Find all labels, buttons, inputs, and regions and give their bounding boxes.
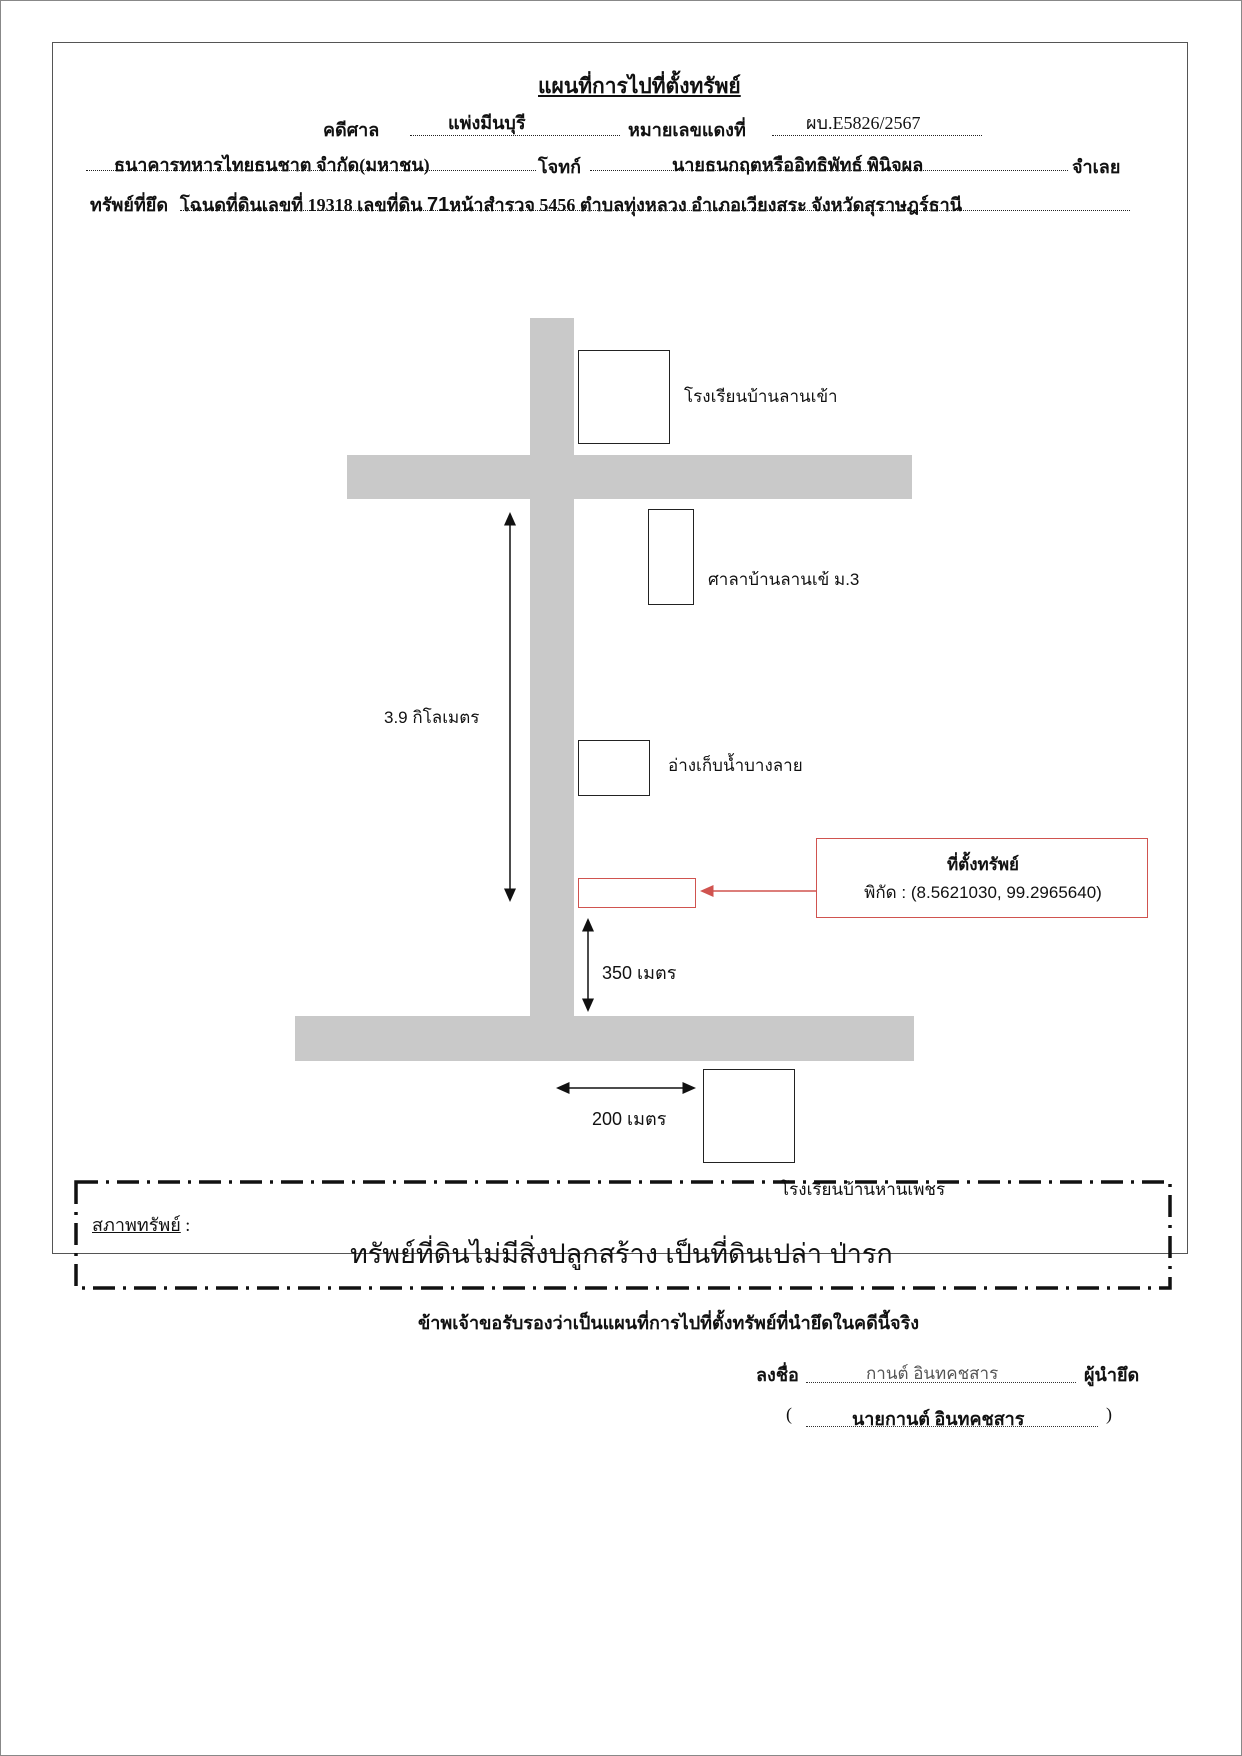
certify-statement: ข้าพเจ้าขอรับรองว่าเป็นแผนที่การไปที่ตั้…	[418, 1313, 920, 1333]
distance-vertical-label: 3.9 กิโลเมตร	[384, 708, 480, 727]
property-value-b: หน้าสำรวจ 5456 ตำบลทุ่งหลวง อำเภอเวียงสร…	[449, 195, 963, 215]
lower-main-road	[295, 1016, 914, 1061]
reservoir-label: อ่างเก็บน้ำบางลาย	[668, 756, 803, 775]
property-value: โฉนดที่ดินเลขที่ 19318 เลขที่ดิน 71หน้าส…	[180, 190, 962, 219]
property-location-marker	[578, 878, 696, 908]
printed-name: นายกานต์ อินทคชสาร	[852, 1409, 1025, 1429]
status-text: ทรัพย์ที่ดินไม่มีสิ่งปลูกสร้าง เป็นที่ดิ…	[350, 1239, 893, 1269]
court-underline	[410, 135, 620, 136]
defendant-value: นายธนกฤตหรืออิทธิพัทธ์ พินิจผล	[672, 155, 924, 175]
property-label: ทรัพย์ที่ยึด	[90, 195, 169, 215]
printed-name-line	[806, 1426, 1098, 1427]
plaintiff-underline	[86, 170, 536, 171]
callout-coordinates: พิกัด : (8.5621030, 99.2965640)	[864, 883, 1102, 902]
school-north-label: โรงเรียนบ้านลานเข้า	[684, 387, 838, 406]
distance-350-label: 350 เมตร	[602, 963, 677, 983]
distance-200-label: 200 เมตร	[592, 1109, 667, 1129]
plaintiff-value: ธนาคารทหารไทยธนชาต จำกัด(มหาชน)	[114, 155, 430, 175]
document-frame	[52, 42, 1188, 1254]
callout-title: ที่ตั้งทรัพย์	[946, 855, 1020, 874]
property-land-number: 71	[426, 194, 450, 216]
defendant-label: จำเลย	[1072, 157, 1121, 177]
plaintiff-label: โจทก์	[538, 157, 581, 177]
sign-label: ลงชื่อ	[756, 1365, 799, 1385]
court-label: คดีศาล	[323, 120, 380, 140]
upper-cross-road	[347, 455, 912, 499]
signature: กานต์ อินทคชสาร	[866, 1364, 999, 1383]
status-label-text: สภาพทรัพย์	[92, 1215, 181, 1235]
defendant-underline	[590, 170, 1068, 171]
signer-role: ผู้นำยึด	[1084, 1365, 1140, 1385]
signature-line	[806, 1382, 1076, 1383]
vertical-road	[530, 318, 574, 1016]
court-value: แพ่งมีนบุรี	[448, 113, 526, 133]
open-paren: (	[786, 1404, 792, 1424]
document-title: แผนที่การไปที่ตั้งทรัพย์	[538, 74, 741, 98]
red-case-label: หมายเลขแดงที่	[628, 120, 746, 140]
school-south-building	[703, 1069, 795, 1163]
school-south-label: โรงเรียนบ้านหานเพชร	[780, 1180, 946, 1199]
property-underline	[180, 210, 1130, 211]
close-paren: )	[1106, 1404, 1112, 1424]
hall-building	[648, 509, 694, 605]
red-case-underline	[772, 135, 982, 136]
property-callout: ที่ตั้งทรัพย์ พิกัด : (8.5621030, 99.296…	[816, 838, 1148, 918]
reservoir-building	[578, 740, 650, 796]
status-label-colon: :	[180, 1215, 191, 1235]
hall-label: ศาลาบ้านลานเข้ ม.3	[708, 570, 860, 589]
property-value-a: โฉนดที่ดินเลขที่ 19318 เลขที่ดิน	[180, 195, 427, 215]
status-box-border	[74, 1180, 1172, 1290]
red-case-value: ผบ.E5826/2567	[806, 113, 921, 133]
status-label: สภาพทรัพย์ :	[92, 1210, 190, 1239]
school-north-building	[578, 350, 670, 444]
